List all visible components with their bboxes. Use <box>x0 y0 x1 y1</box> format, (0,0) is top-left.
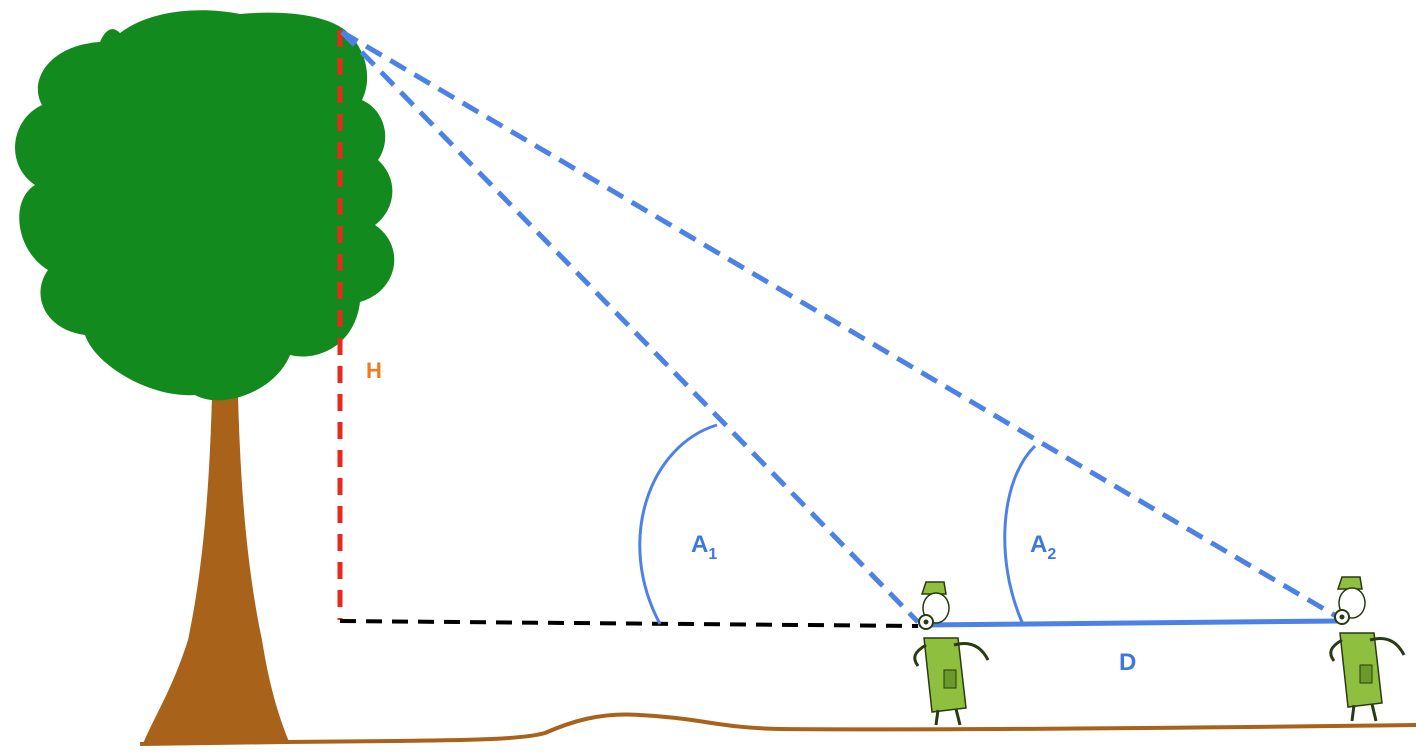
baseline-to-observer <box>339 619 919 628</box>
angle-a2-subscript: 2 <box>1047 546 1056 563</box>
height-label: H <box>366 358 382 383</box>
observer-near-icon <box>913 581 990 726</box>
sight-line-far <box>340 29 1338 619</box>
sight-line-near <box>340 30 920 624</box>
distance-label: D <box>1119 649 1136 676</box>
angle-a2-letter: A <box>1030 531 1047 558</box>
angle-a1-letter: A <box>691 531 708 558</box>
angle-label-a1: A1 <box>691 531 717 563</box>
angle-label-a2: A2 <box>1030 531 1056 563</box>
angle-a1-subscript: 1 <box>708 546 717 563</box>
ground-line <box>139 712 1416 746</box>
angle-arc-a1 <box>638 423 718 625</box>
tree-icon <box>15 10 395 744</box>
tree-trunk <box>143 395 290 744</box>
angle-arc-a2 <box>1003 444 1037 623</box>
tree-crown <box>15 10 395 401</box>
distance-line <box>919 618 1339 628</box>
observer-far-icon <box>1329 576 1406 722</box>
